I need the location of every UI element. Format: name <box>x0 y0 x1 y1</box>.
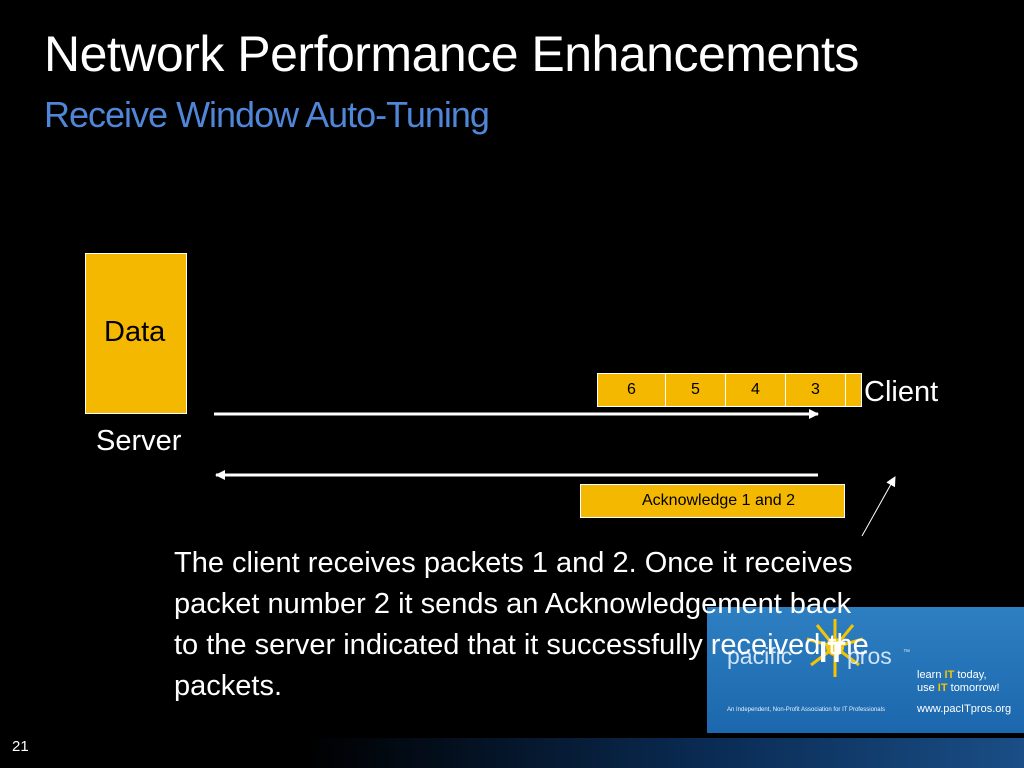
packet-cell: 3 <box>786 374 846 406</box>
packet-cell: 5 <box>666 374 726 406</box>
caption-text: The client receives packets 1 and 2. Onc… <box>174 547 869 702</box>
packet-cell: 4 <box>726 374 786 406</box>
packet-queue: 6 5 4 3 <box>597 373 862 407</box>
acknowledge-box: Acknowledge 1 and 2 <box>580 484 845 518</box>
logo-word-pros: pros <box>847 643 892 669</box>
sun-burst-icon <box>806 619 864 677</box>
logo-trademark: ™ <box>903 649 910 656</box>
data-label: Data <box>104 316 166 348</box>
server-data-block: Data <box>85 253 187 414</box>
callout-pointer <box>861 476 896 537</box>
logo-url: www.pacITpros.org <box>917 703 1012 715</box>
logo-word-pacific: pacific <box>727 643 793 669</box>
logo-tagline: learn IT today, use IT tomorrow! <box>917 669 1000 694</box>
page-number: 21 <box>12 738 29 755</box>
packet-cell: 6 <box>598 374 666 406</box>
pacific-it-pros-logo: pacific IT pros ™ learn IT today, use IT… <box>707 607 1024 733</box>
logo-word-it: IT <box>819 636 846 669</box>
slide-subtitle: Receive Window Auto-Tuning <box>44 94 490 135</box>
logo-association-text: An Independent, Non-Profit Association f… <box>727 707 885 713</box>
server-label: Server <box>96 425 182 457</box>
footer-band <box>0 738 1024 768</box>
slide-title: Network Performance Enhancements <box>44 26 859 82</box>
client-label: Client <box>864 376 939 408</box>
